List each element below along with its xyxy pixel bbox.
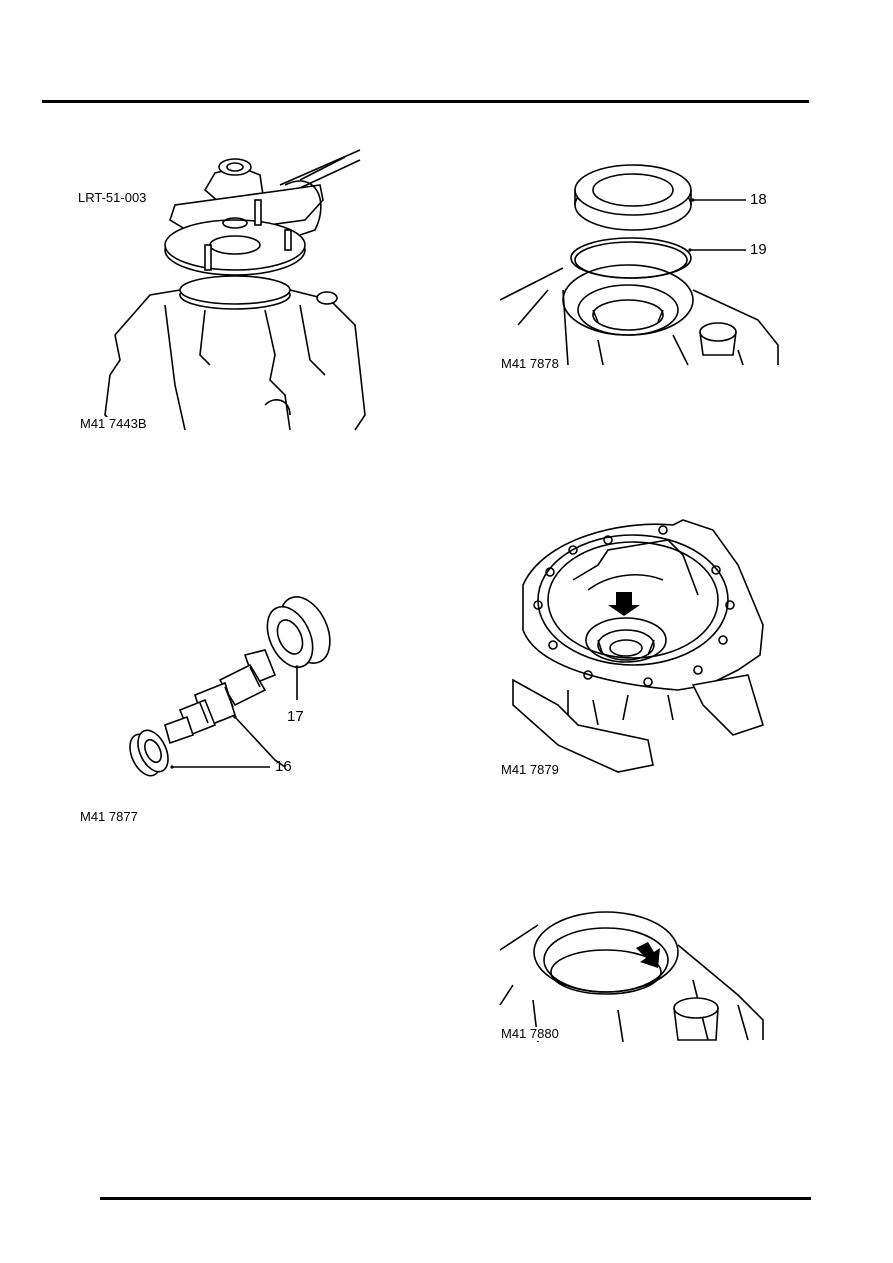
callout-16: 16 (275, 758, 292, 775)
callout-lrt-51-003: LRT-51-003 (78, 190, 147, 205)
top-rule (42, 100, 809, 103)
bore-arrow-illustration (499, 911, 764, 1043)
figure-puller-tool: LRT-51-003 M41 7443B (75, 145, 375, 435)
bottom-rule (100, 1197, 811, 1200)
figure-shaft-bearing: 17 16 M41 7877 (75, 595, 365, 830)
figure-caption: M41 7879 (501, 762, 559, 777)
figure-caption: M41 7880 (501, 1026, 559, 1041)
callout-17: 17 (287, 708, 304, 725)
housing-arrow-illustration (512, 519, 764, 773)
figure-caption: M41 7878 (501, 356, 559, 371)
callout-19: 19 (750, 241, 767, 258)
figure-bore-arrow: M41 7880 (498, 910, 778, 1045)
shaft-bearing-illustration (129, 596, 331, 777)
seal-circlip-illustration (499, 164, 779, 366)
puller-tool-illustration (104, 149, 366, 431)
figure-caption: M41 7443B (80, 416, 147, 431)
callout-18: 18 (750, 191, 767, 208)
figure-caption: M41 7877 (80, 809, 138, 824)
figure-housing-arrow: M41 7879 (498, 510, 788, 780)
figure-seal-circlip: 18 19 M41 7878 (498, 150, 788, 372)
